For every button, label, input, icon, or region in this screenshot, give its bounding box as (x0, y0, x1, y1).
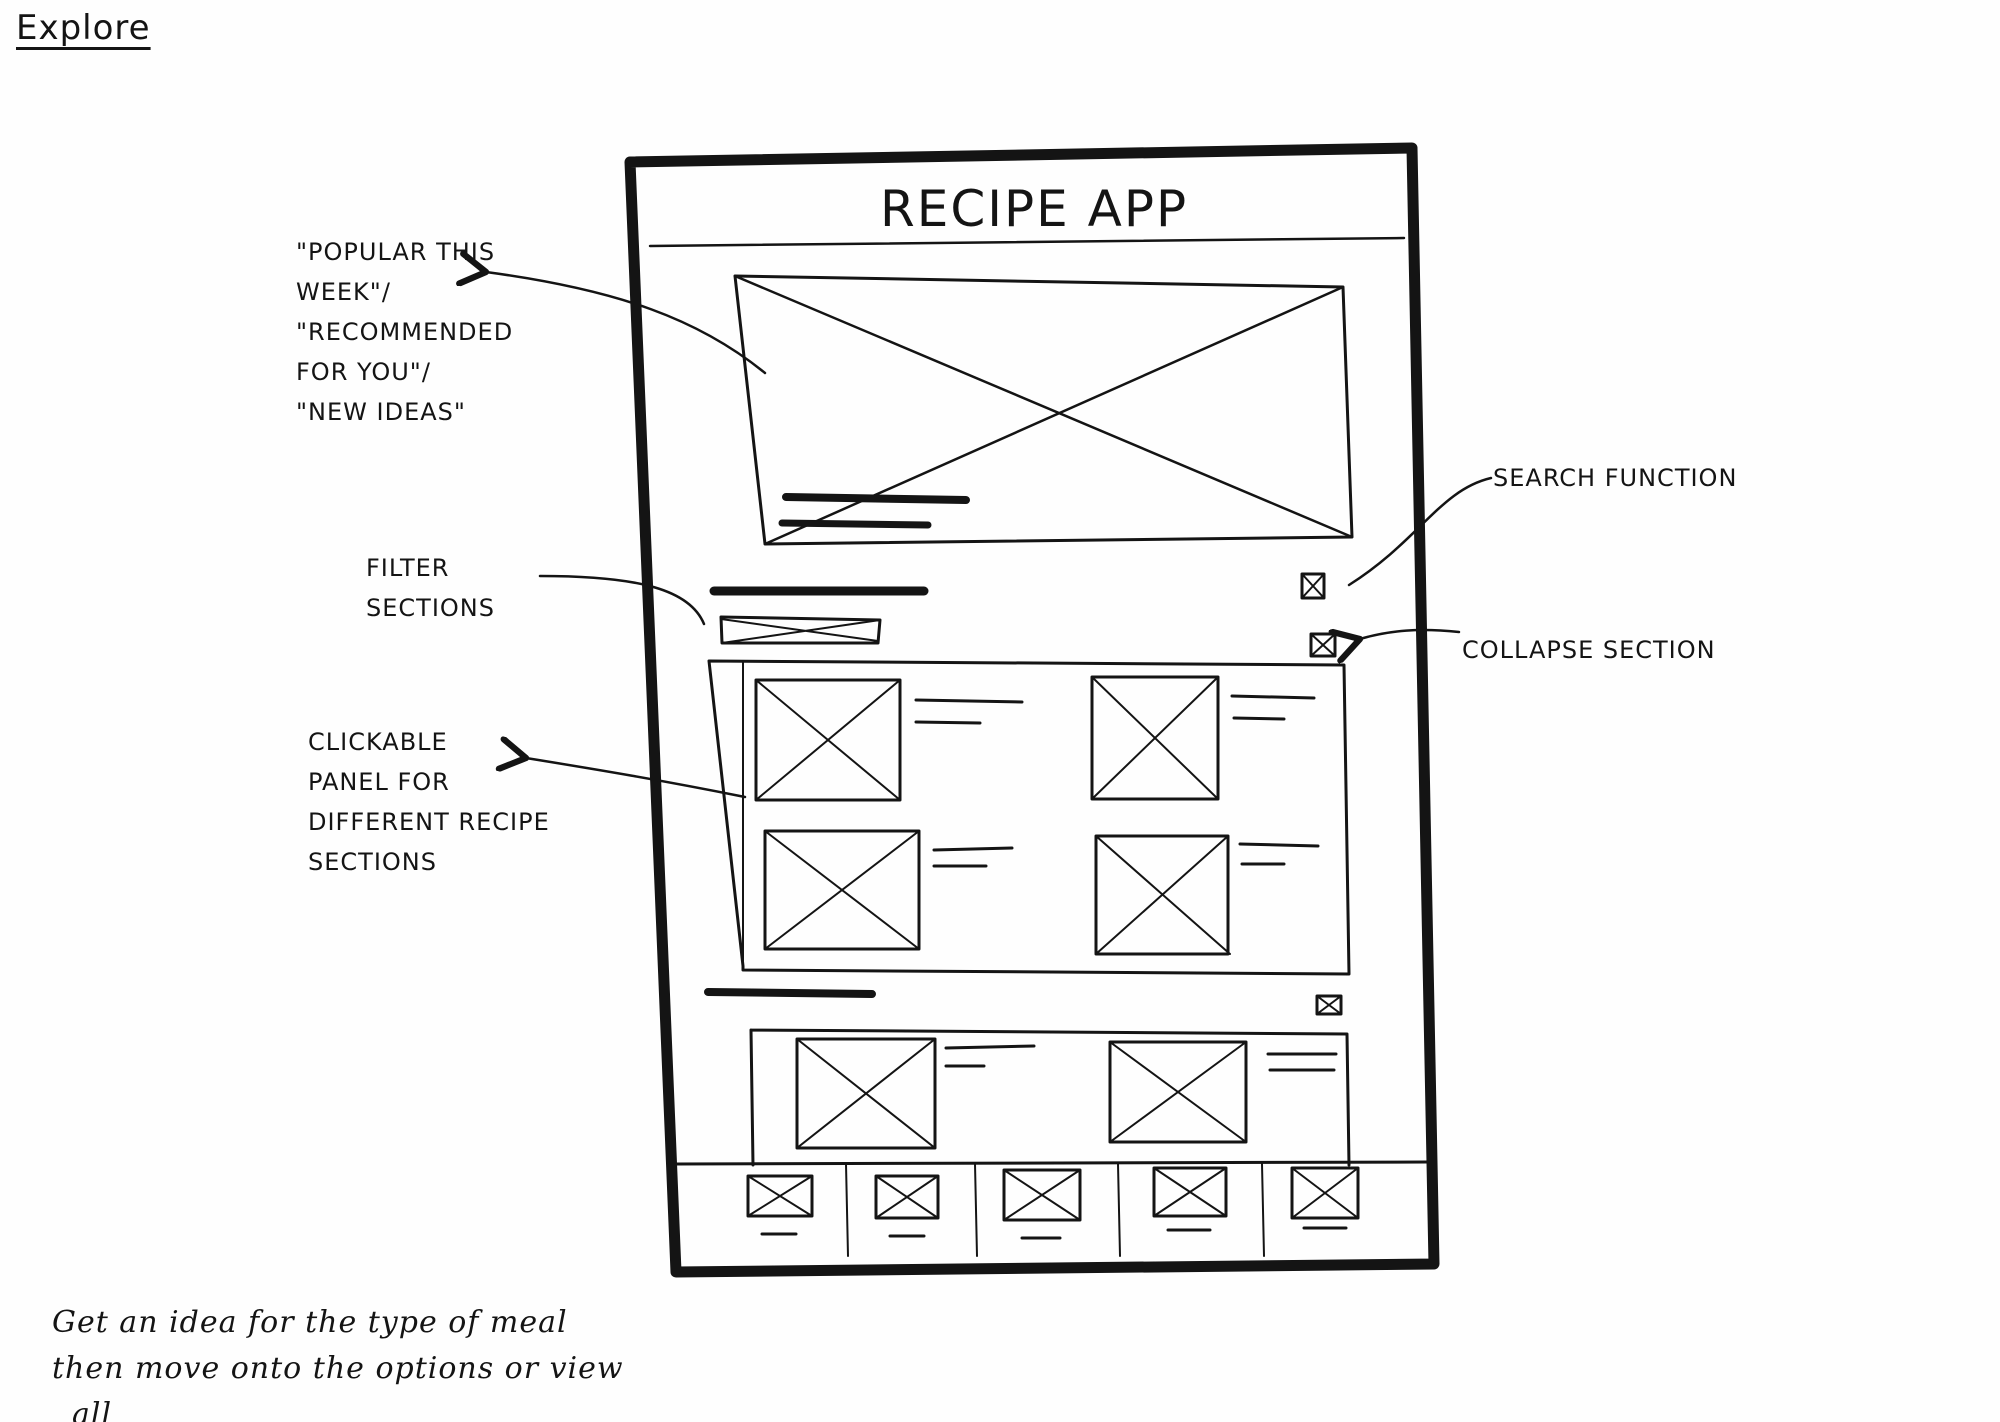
recipe-card (763, 829, 1014, 951)
nav-item-icon (746, 1174, 814, 1236)
header-divider (648, 236, 1406, 248)
hero-image-placeholder (733, 274, 1354, 546)
annotation-collapse: Collapse section (1462, 636, 1716, 664)
hero-caption-line (782, 493, 970, 504)
hero-caption-line (778, 519, 932, 529)
nav-item-icon (874, 1174, 940, 1238)
phone-frame (624, 142, 1440, 1278)
collapse-icon (1309, 632, 1337, 658)
footer-note: Get an idea for the type of meal then mo… (52, 1300, 624, 1422)
annotation-line: panel for (308, 768, 450, 796)
collapse-icon (1315, 994, 1343, 1016)
arrow-search (1347, 476, 1493, 587)
recipe-card (795, 1037, 1036, 1150)
annotation-line: "New ideas" (296, 398, 466, 426)
annotation-line: for you"/ (296, 358, 431, 386)
recipe-card (1108, 1040, 1338, 1144)
recipe-card (754, 678, 1024, 802)
recipe-panel (749, 1028, 1351, 1167)
annotation-search: Search function (1493, 464, 1738, 492)
bottom-nav (674, 1160, 1430, 1257)
recipe-card (1094, 834, 1320, 956)
footer-note-line: then move onto the options or view (52, 1351, 624, 1386)
annotation-line: "Recommended (296, 318, 514, 346)
footer-note-line: Get an idea for the type of meal (52, 1305, 568, 1340)
nav-item-icon (1290, 1166, 1360, 1230)
page-title: Explore (16, 8, 151, 48)
app-title: RECIPE APP (880, 180, 1189, 238)
annotation-line: sections (366, 594, 495, 622)
annotation-line: Clickable (308, 728, 448, 756)
search-icon (1300, 572, 1326, 600)
annotation-line: sections (308, 848, 437, 876)
filter-box (719, 615, 882, 645)
recipe-card (1090, 675, 1316, 801)
arrow-sections (486, 272, 767, 375)
annotation-filter: Filter sections (366, 548, 495, 628)
annotation-line: different recipe (308, 808, 550, 836)
nav-item-icon (1002, 1168, 1082, 1240)
annotation-line: "Popular this (296, 238, 496, 266)
annotation-section-names: "Popular this week"/ "Recommended for yo… (296, 232, 513, 432)
annotation-line: week"/ (296, 278, 391, 306)
annotation-panel: Clickable panel for different recipe sec… (308, 722, 550, 882)
annotation-line: Filter (366, 554, 450, 582)
nav-item-icon (1152, 1166, 1228, 1232)
arrow-panel (526, 758, 747, 799)
recipe-panel (707, 659, 1351, 976)
arrow-filter (538, 574, 706, 626)
section-title-bar (704, 988, 876, 998)
arrow-collapse (1360, 630, 1461, 639)
footer-note-line: all (72, 1397, 113, 1422)
